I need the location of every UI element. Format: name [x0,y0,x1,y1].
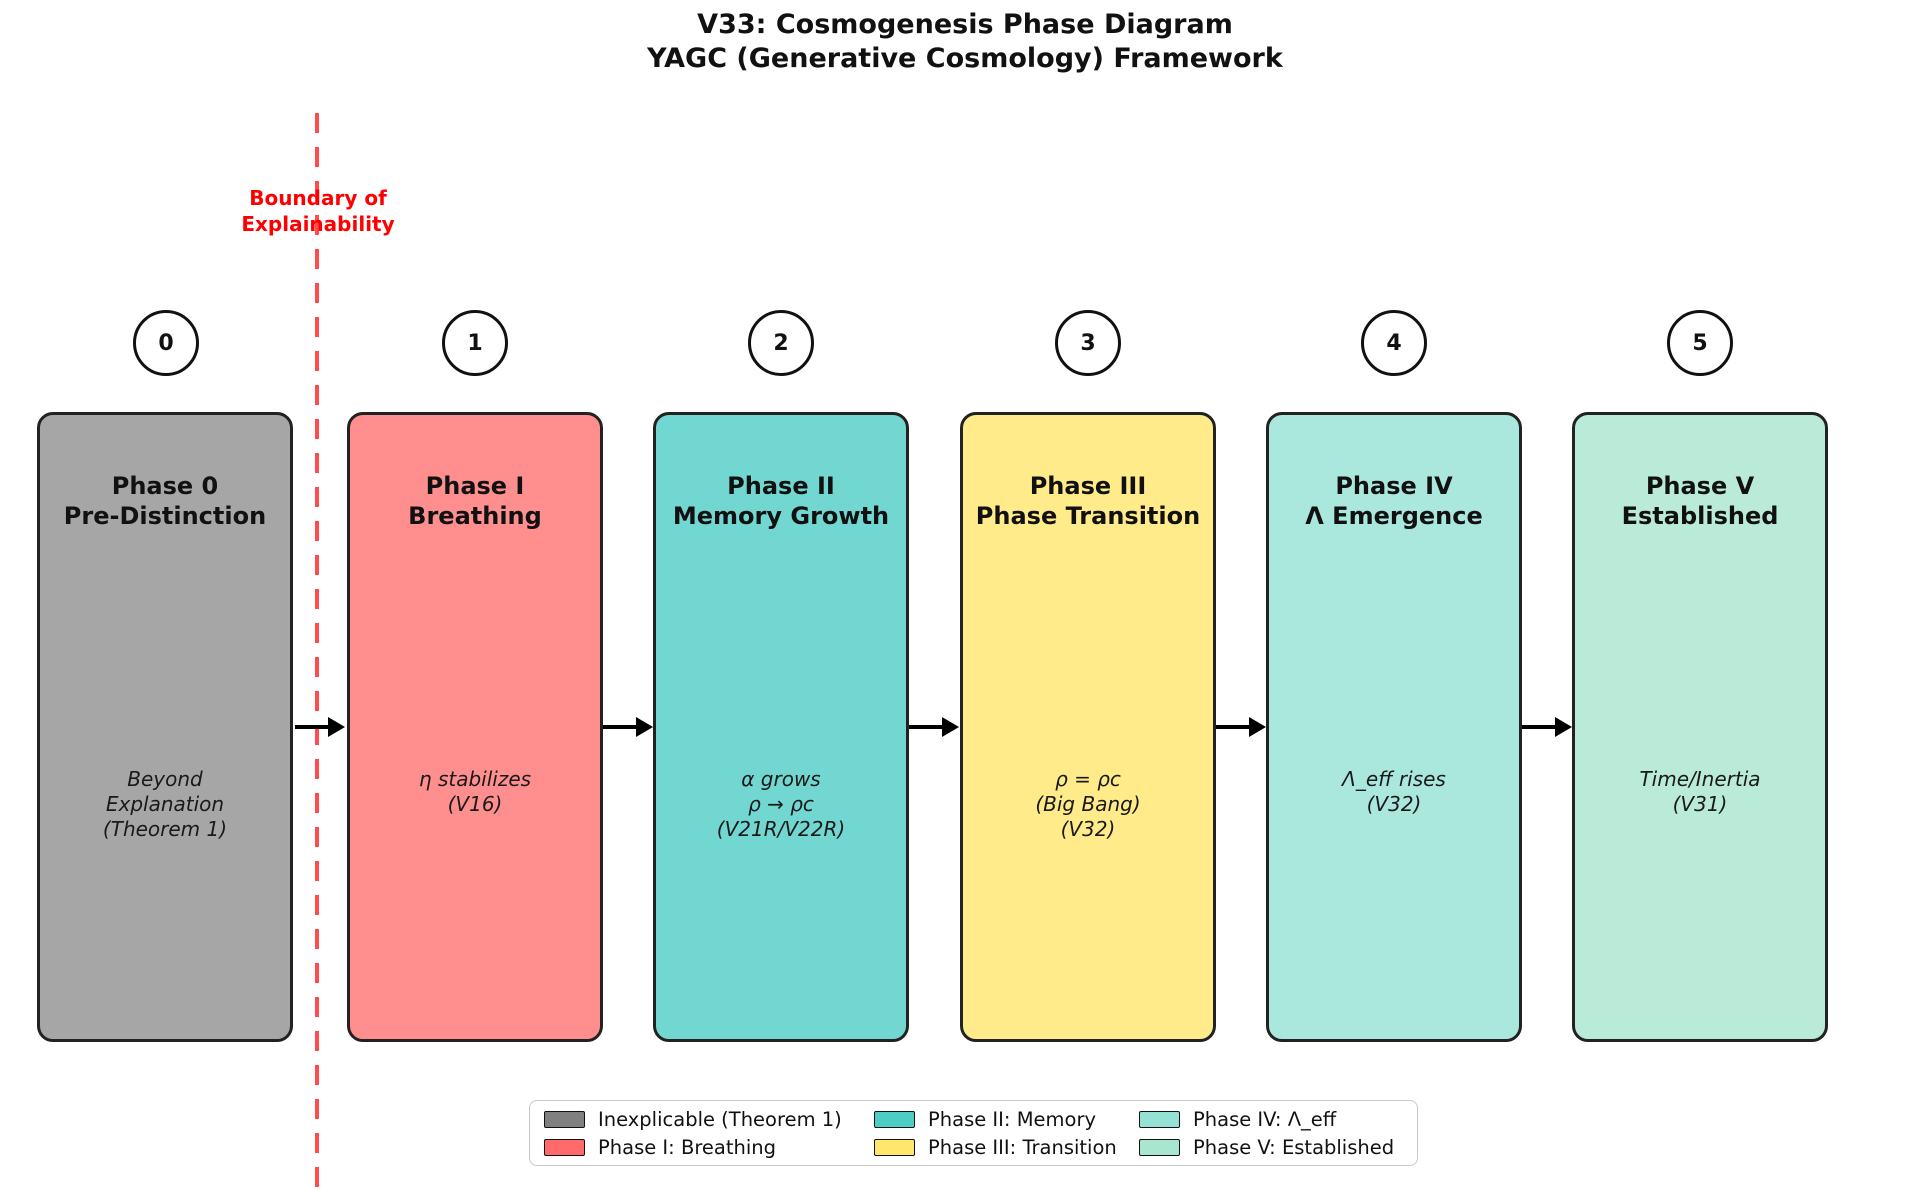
phase-2-sub-line-3: (V21R/V22R) [716,817,846,841]
legend-swatch-phase-4 [1139,1110,1180,1128]
legend-swatch-phase-1 [544,1138,585,1156]
legend-label: Phase I: Breathing [598,1135,777,1159]
legend-item: Phase III: Transition [874,1136,1139,1159]
phase-1-subtitle: η stabilizes (V16) [350,767,600,817]
legend-label: Phase IV: Λ_eff [1193,1107,1337,1131]
phase-5-subtitle: Time/Inertia (V31) [1575,767,1825,817]
phase-4-box: Phase IV Λ Emergence Λ_eff rises (V32) [1266,412,1522,1042]
phase-2-title-line-2: Memory Growth [672,502,890,530]
legend-item: Phase V: Established [1139,1136,1407,1159]
phase-4-title-line-1: Phase IV [1335,472,1453,500]
legend-item: Phase I: Breathing [544,1136,874,1159]
phase-2-box: Phase II Memory Growth α grows ρ → ρc (V… [653,412,909,1042]
phase-0-box: Phase 0 Pre-Distinction Beyond Explanati… [37,412,293,1042]
phase-2-sub-line-1: α grows [741,767,821,791]
phase-2-title-line-1: Phase II [727,472,835,500]
phase-5-title: Phase V Established [1575,471,1825,531]
phase-5-number-circle: 5 [1667,310,1733,376]
page-title: V33: Cosmogenesis Phase Diagram YAGC (Ge… [0,8,1930,76]
legend-item: Phase II: Memory [874,1108,1139,1131]
phase-3-box: Phase III Phase Transition ρ = ρc (Big B… [960,412,1216,1042]
legend-swatch-inexplicable [544,1110,585,1128]
arrow-right-icon [909,712,959,742]
phase-1-title: Phase I Breathing [350,471,600,531]
phase-5-title-line-1: Phase V [1645,472,1755,500]
phase-3-subtitle: ρ = ρc (Big Bang) (V32) [963,767,1213,842]
phase-0-sub-line-2: Explanation [105,792,225,816]
phase-3-title-line-2: Phase Transition [975,502,1201,530]
phase-1-title-line-1: Phase I [425,472,525,500]
legend-swatch-phase-5 [1139,1138,1180,1156]
arrow-right-icon [1216,712,1266,742]
legend-label: Phase III: Transition [928,1135,1117,1159]
phase-4-sub-line-2: (V32) [1366,792,1422,816]
phase-0-subtitle: Beyond Explanation (Theorem 1) [40,767,290,842]
arrow-right-icon [1522,712,1572,742]
phase-5-sub-line-1: Time/Inertia [1639,767,1761,791]
boundary-label-line-1: Boundary of [249,186,387,210]
phase-1-sub-line-2: (V16) [447,792,503,816]
phase-1-number-circle: 1 [442,310,508,376]
phase-4-sub-line-1: Λ_eff rises [1342,767,1446,791]
boundary-dashed-line [315,113,319,1190]
phase-1-title-line-2: Breathing [408,502,542,530]
legend-swatch-phase-2 [874,1110,915,1128]
arrow-right-icon [295,712,345,742]
phase-0-title-line-1: Phase 0 [111,472,219,500]
phase-0-number-circle: 0 [133,310,199,376]
phase-5-box: Phase V Established Time/Inertia (V31) [1572,412,1828,1042]
phase-0-sub-line-3: (Theorem 1) [102,817,228,841]
phase-5-title-line-2: Established [1621,502,1779,530]
phase-4-number-circle: 4 [1361,310,1427,376]
legend-item: Inexplicable (Theorem 1) [544,1108,874,1131]
boundary-label-line-2: Explainability [241,212,395,236]
phase-3-sub-line-2: (Big Bang) [1035,792,1141,816]
phase-3-sub-line-3: (V32) [1060,817,1116,841]
phase-4-title: Phase IV Λ Emergence [1269,471,1519,531]
phase-2-number-circle: 2 [748,310,814,376]
legend-item: Phase IV: Λ_eff [1139,1108,1407,1131]
boundary-label: Boundary of Explainability [241,185,394,237]
phase-0-sub-line-1: Beyond [127,767,203,791]
phase-1-box: Phase I Breathing η stabilizes (V16) [347,412,603,1042]
phase-5-sub-line-2: (V31) [1672,792,1728,816]
phase-2-subtitle: α grows ρ → ρc (V21R/V22R) [656,767,906,842]
phase-4-title-line-2: Λ Emergence [1305,502,1483,530]
phase-0-title: Phase 0 Pre-Distinction [40,471,290,531]
title-line-2: YAGC (Generative Cosmology) Framework [647,42,1283,74]
phase-4-subtitle: Λ_eff rises (V32) [1269,767,1519,817]
phase-3-title-line-1: Phase III [1029,472,1147,500]
phase-3-title: Phase III Phase Transition [963,471,1213,531]
phase-0-title-line-2: Pre-Distinction [63,502,267,530]
title-line-1: V33: Cosmogenesis Phase Diagram [697,9,1233,40]
phase-2-sub-line-2: ρ → ρc [748,792,814,816]
legend-label: Phase II: Memory [928,1107,1096,1131]
phase-1-sub-line-1: η stabilizes [418,767,532,791]
legend-label: Phase V: Established [1193,1135,1395,1159]
phase-3-number-circle: 3 [1055,310,1121,376]
legend-swatch-phase-3 [874,1138,915,1156]
legend-label: Inexplicable (Theorem 1) [598,1107,842,1131]
phase-2-title: Phase II Memory Growth [656,471,906,531]
legend: Inexplicable (Theorem 1) Phase I: Breath… [529,1100,1418,1166]
phase-3-sub-line-1: ρ = ρc [1055,767,1121,791]
arrow-right-icon [603,712,653,742]
